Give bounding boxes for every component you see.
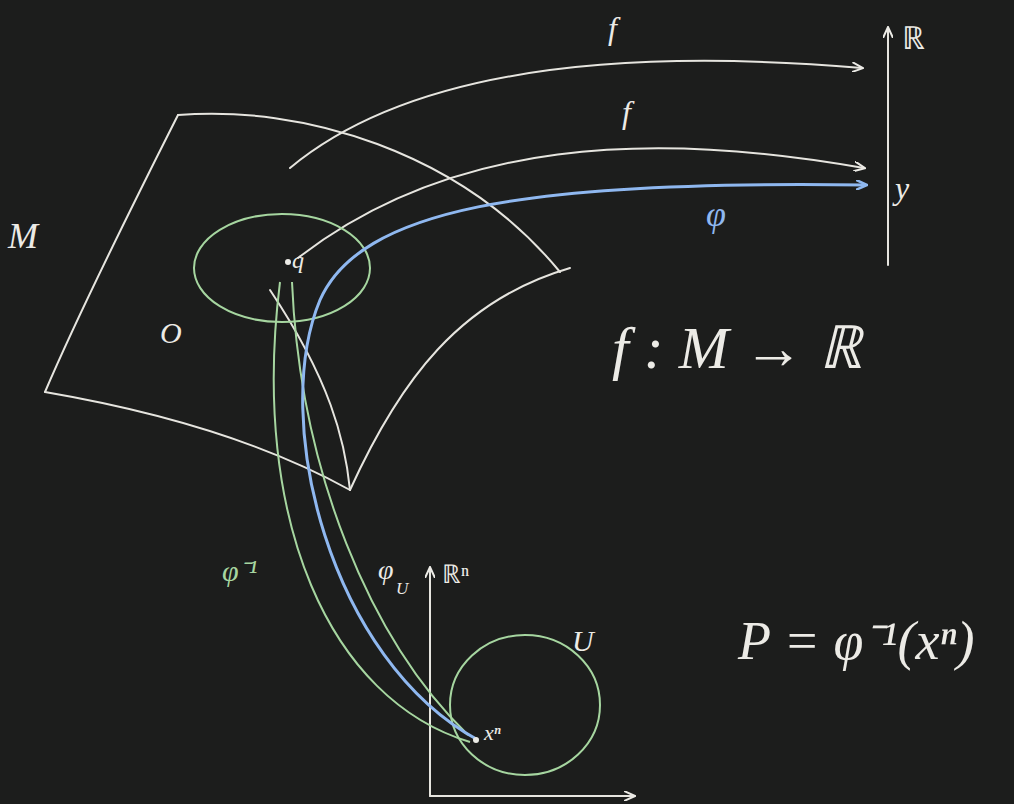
chart-inverse-arrow (274, 282, 470, 742)
board-label: M (8, 218, 38, 254)
board-label: P = φ⁻¹(xⁿ) (738, 614, 974, 668)
board-label: ℝ (902, 22, 925, 54)
board-label: f : M → ℝ (612, 318, 862, 378)
axis-rn-vertical (429, 568, 431, 796)
board-label: φ⁻¹ (222, 556, 258, 586)
axis-r (887, 28, 889, 265)
point-xn (473, 737, 479, 743)
manifold-top-edge (178, 114, 560, 272)
board-label: f (622, 96, 631, 128)
domain-u (450, 635, 600, 775)
board-label: φ (378, 556, 394, 584)
board-label: U (396, 580, 408, 597)
board-label: q (292, 248, 304, 272)
manifold-left-edge (45, 115, 178, 392)
board-label: φ (706, 196, 726, 232)
manifold-fold (350, 268, 570, 490)
board-label: y (895, 172, 909, 204)
board-label: O (160, 318, 182, 348)
board-label: xⁿ (484, 722, 501, 744)
board-label: ℝⁿ (442, 562, 469, 588)
board-label: f (608, 12, 617, 44)
point-q (285, 259, 291, 265)
board-label: U (572, 626, 594, 656)
map-arrow-f (298, 148, 864, 258)
axis-rn-horizontal (430, 795, 634, 797)
